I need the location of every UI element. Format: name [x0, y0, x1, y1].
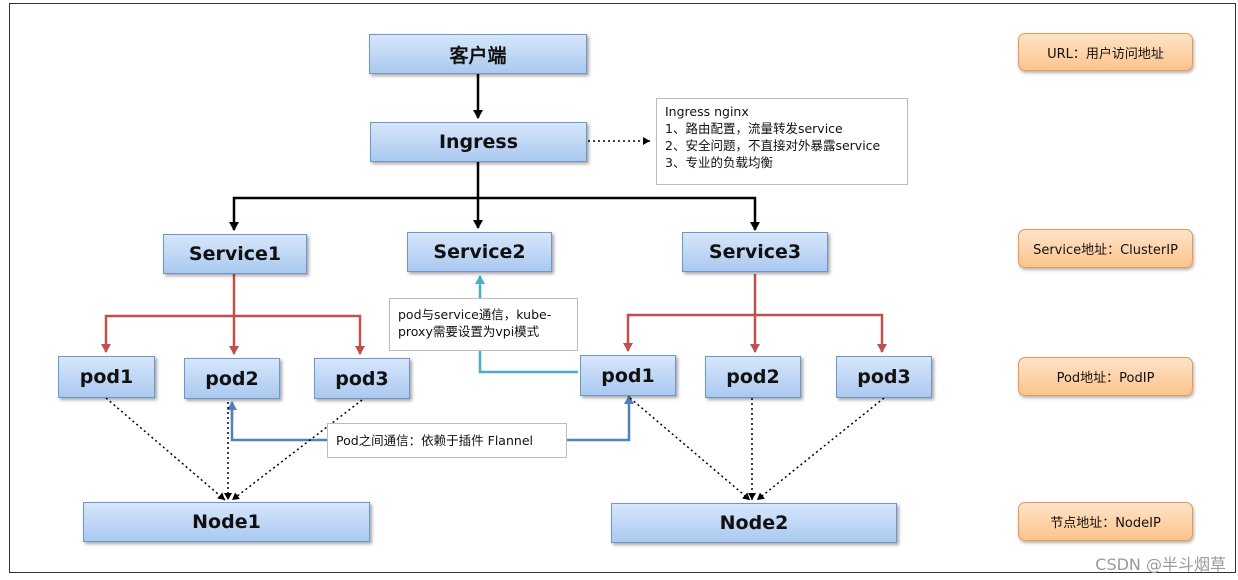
service1-to-pod1-arrow [101, 274, 236, 353]
ingress-note-line: 2、安全问题，不直接对外暴露service [665, 138, 881, 153]
pod3r-to-node2-line [756, 397, 885, 501]
node2-box: Node2 [611, 503, 897, 543]
ingress-note: Ingress nginx 1、路由配置，流量转发service 2、安全问题，… [656, 98, 908, 185]
diagram-frame [9, 3, 1236, 573]
pod1r-to-node2-line [629, 397, 751, 501]
legend-service-tag: Service地址：ClusterIP [1018, 229, 1193, 268]
legend-node-tag: 节点地址：NodeIP [1018, 502, 1193, 541]
pod1-to-node1-line [105, 397, 226, 501]
pod-pod-note: Pod之间通信：依赖于插件 Flannel [327, 423, 567, 458]
right-pod1-box: pod1 [580, 355, 676, 396]
ingress-box: Ingress [370, 122, 587, 162]
ingress-to-service1-arrow [229, 161, 480, 231]
left-pod1-box: pod1 [58, 356, 155, 398]
right-pod3-box: pod3 [836, 356, 932, 398]
service3-to-pod3-arrow [755, 313, 887, 353]
ingress-note-line: 1、路由配置，流量转发service [665, 121, 843, 136]
node1-box: Node1 [83, 502, 370, 542]
ingress-to-service3-arrow [478, 196, 760, 231]
client-box: 客户端 [369, 34, 587, 74]
ingress-note-line: Ingress nginx [665, 104, 749, 119]
right-pod2-box: pod2 [705, 356, 801, 398]
pod-service-note: pod与service通信，kube- proxy需要设置为vpi模式 [389, 298, 578, 351]
legend-url-tag: URL：用户访问地址 [1018, 33, 1193, 71]
service2-box: Service2 [407, 232, 552, 272]
pod-pod-note-text: Pod之间通信：依赖于插件 Flannel [336, 433, 533, 448]
left-pod2-box: pod2 [184, 358, 280, 399]
pod-service-note-line: proxy需要设置为vpi模式 [398, 324, 540, 339]
legend-pod-tag: Pod地址：PodIP [1018, 357, 1193, 396]
service1-box: Service1 [163, 234, 307, 274]
watermark-text: CSDN @半斗烟草 [1095, 555, 1226, 574]
service1-to-pod3-arrow [234, 314, 365, 355]
pod-service-note-line: pod与service通信，kube- [398, 307, 552, 322]
service3-to-pod1-arrow [623, 274, 757, 352]
left-pod3-box: pod3 [314, 358, 410, 399]
pod3-to-node1-line [231, 399, 363, 501]
ingress-note-line: 3、专业的负载均衡 [665, 155, 773, 170]
service3-box: Service3 [682, 232, 828, 272]
